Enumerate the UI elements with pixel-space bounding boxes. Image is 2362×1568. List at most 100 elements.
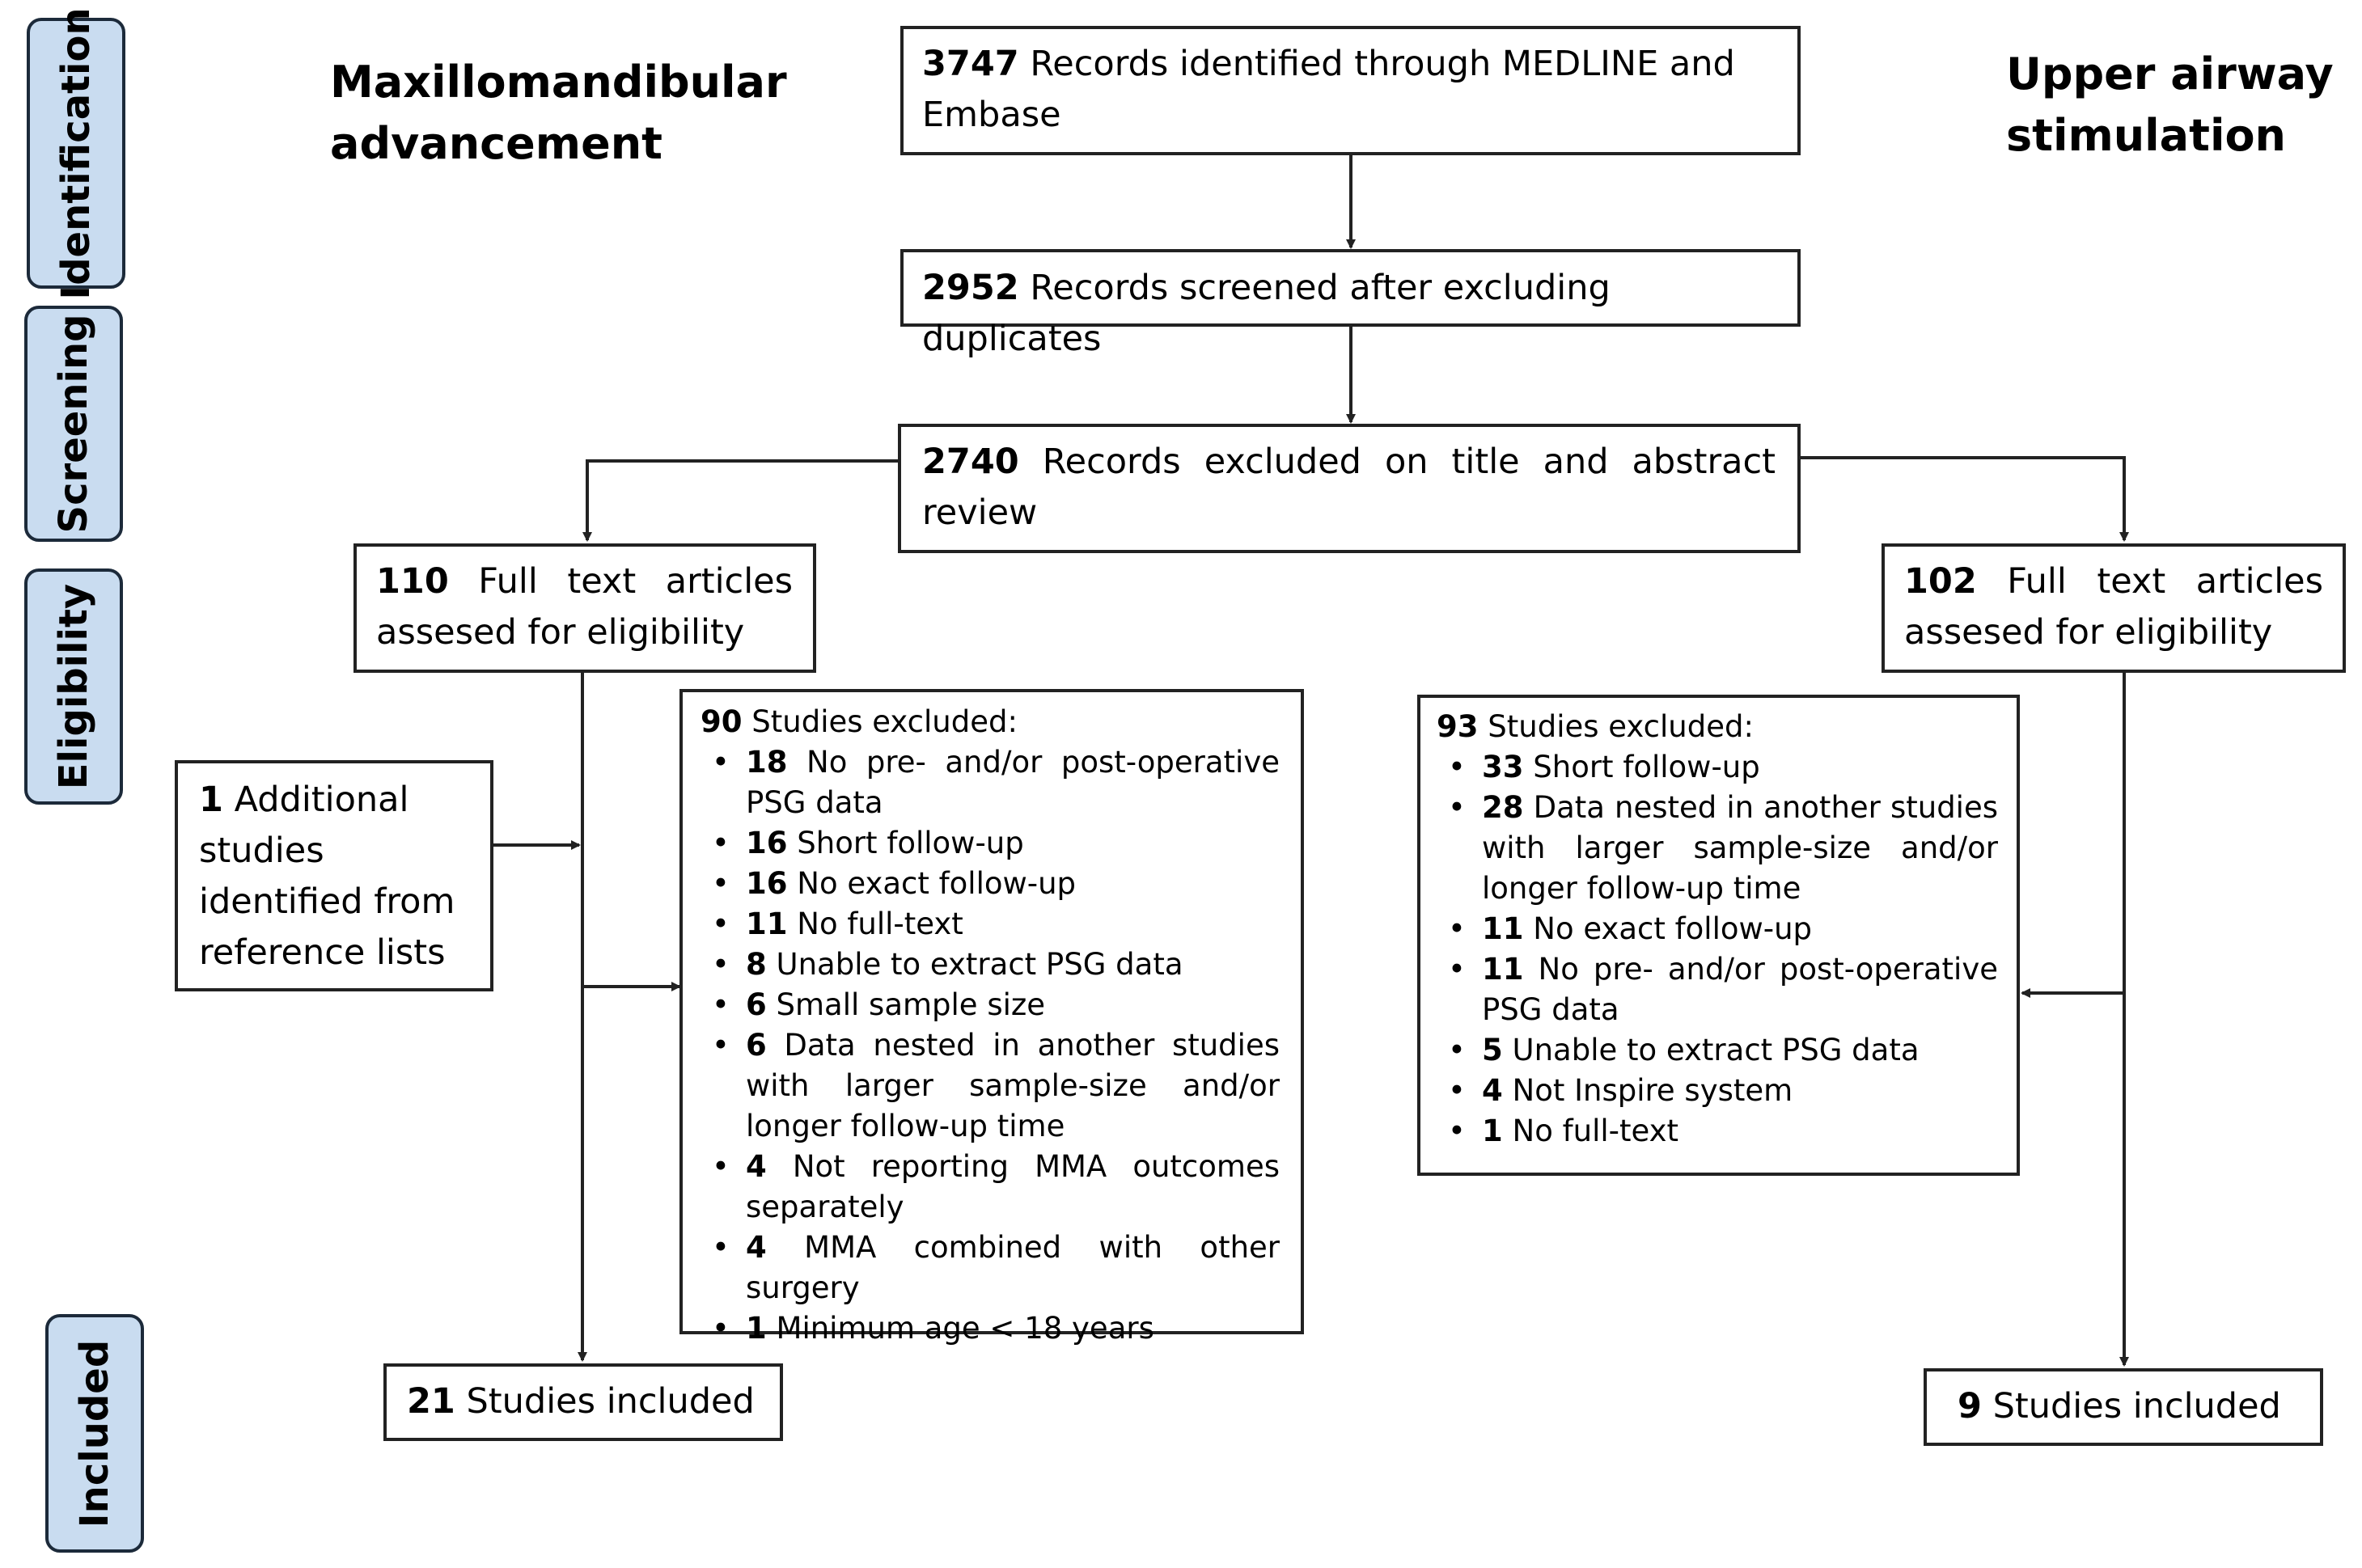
- additional-text: 1 Additional studies identified from ref…: [199, 775, 482, 978]
- stage-eligibility: Eligibility: [24, 568, 123, 805]
- mma-excluded-item-count: 4: [746, 1230, 767, 1265]
- stage-included: Included: [45, 1314, 144, 1553]
- identified-label: Records identified through MEDLINE and E…: [922, 44, 1735, 135]
- stage-screening: Screening: [24, 306, 123, 542]
- mma-fulltext-count: 110: [376, 561, 449, 602]
- mma-excluded-item: 1 Minimum age < 18 years: [701, 1308, 1280, 1349]
- mma-excluded-item-text: Data nested in another studies with larg…: [746, 1028, 1280, 1143]
- uas-excluded-item-text: No exact follow-up: [1533, 911, 1813, 946]
- mma-included-box: [383, 1363, 783, 1441]
- mma-included-count: 21: [407, 1381, 455, 1422]
- mma-excluded-item-text: Short follow-up: [797, 826, 1024, 860]
- mma-excluded-item-text: No exact follow-up: [797, 866, 1077, 901]
- mma-excluded-item-count: 18: [746, 745, 788, 780]
- additional-count: 1: [199, 780, 223, 820]
- uas-excluded-list: 93 Studies excluded: 33 Short follow-up2…: [1437, 707, 1998, 1152]
- mma-excluded-item-count: 1: [746, 1311, 767, 1346]
- mma-excluded-item: 6 Data nested in another studies with la…: [701, 1025, 1280, 1147]
- mma-excluded-item-count: 16: [746, 826, 788, 860]
- uas-excluded-item: 1 No full-text: [1437, 1111, 1998, 1152]
- uas-excluded-item-count: 5: [1482, 1033, 1503, 1067]
- identified-box: [900, 26, 1801, 155]
- screened-text: 2952 Records screened after excluding du…: [922, 263, 1780, 365]
- mma-excluded-item-text: Unable to extract PSG data: [776, 947, 1183, 982]
- title-excluded-box: [898, 424, 1801, 553]
- uas-excluded-item-count: 1: [1482, 1114, 1503, 1148]
- uas-excluded-item: 33 Short follow-up: [1437, 747, 1998, 788]
- mma-fulltext-text: 110 Full text articles assesed for eligi…: [376, 556, 793, 658]
- mma-excluded-item: 16 Short follow-up: [701, 823, 1280, 864]
- mma-included-label: Studies included: [466, 1381, 755, 1422]
- uas-excluded-item-count: 28: [1482, 790, 1524, 825]
- mma-excluded-item-text: Small sample size: [776, 987, 1046, 1022]
- mma-excluded-item: 4 Not reporting MMA outcomes separately: [701, 1147, 1280, 1228]
- heading-uas-line-2: stimulation: [2006, 110, 2286, 161]
- mma-excluded-item-text: No pre- and/or post-operative PSG data: [746, 745, 1280, 820]
- mma-excluded-item-text: MMA combined with other surgery: [746, 1230, 1280, 1305]
- uas-excluded-item: 4 Not Inspire system: [1437, 1071, 1998, 1111]
- identified-text: 3747 Records identified through MEDLINE …: [922, 39, 1780, 141]
- mma-excluded-item-count: 6: [746, 1028, 767, 1063]
- uas-excluded-item-count: 11: [1482, 911, 1524, 946]
- mma-excluded-item: 4 MMA combined with other surgery: [701, 1228, 1280, 1308]
- uas-excluded-item: 11 No pre- and/or post-operative PSG dat…: [1437, 949, 1998, 1030]
- uas-excluded-item-text: Short follow-up: [1533, 750, 1760, 784]
- uas-excluded-item-count: 33: [1482, 750, 1524, 784]
- uas-included-count: 9: [1958, 1386, 1982, 1426]
- mma-included-text: 21 Studies included: [407, 1376, 771, 1427]
- mma-excluded-item-count: 11: [746, 907, 788, 941]
- mma-excluded-item: 18 No pre- and/or post-operative PSG dat…: [701, 742, 1280, 823]
- mma-excluded-label: Studies excluded:: [751, 704, 1018, 739]
- uas-included-text: 9 Studies included: [1958, 1381, 2313, 1432]
- uas-excluded-item-count: 4: [1482, 1073, 1503, 1108]
- mma-excluded-item-count: 6: [746, 987, 767, 1022]
- uas-fulltext-box: [1882, 543, 2346, 673]
- screened-count: 2952: [922, 268, 1019, 308]
- additional-box: [175, 760, 493, 991]
- title-excluded-text: 2740 Records excluded on title and abstr…: [922, 437, 1776, 539]
- mma-excluded-item: 8 Unable to extract PSG data: [701, 945, 1280, 985]
- mma-fulltext-box: [353, 543, 816, 673]
- mma-excluded-item: 11 No full-text: [701, 904, 1280, 945]
- screened-box: [900, 249, 1801, 327]
- uas-excluded-item: 11 No exact follow-up: [1437, 909, 1998, 949]
- uas-fulltext-label: Full text articles assesed for eligibili…: [1904, 561, 2324, 653]
- uas-excluded-item-text: Data nested in another studies with larg…: [1482, 790, 1998, 906]
- mma-excluded-item: 6 Small sample size: [701, 985, 1280, 1025]
- mma-excluded-item: 16 No exact follow-up: [701, 864, 1280, 904]
- stage-identification: Identification: [27, 7, 125, 299]
- uas-excluded-items: 33 Short follow-up28 Data nested in anot…: [1437, 747, 1998, 1152]
- arrow-to-mma-fulltext: [582, 459, 900, 542]
- mma-excluded-count: 90: [701, 704, 743, 739]
- mma-excluded-items: 18 No pre- and/or post-operative PSG dat…: [701, 742, 1280, 1349]
- identified-count: 3747: [922, 44, 1019, 84]
- uas-fulltext-text: 102 Full text articles assesed for eligi…: [1904, 556, 2323, 658]
- mma-fulltext-label: Full text articles assesed for eligibili…: [376, 561, 794, 653]
- uas-excluded-item-text: No full-text: [1512, 1114, 1679, 1148]
- heading-uas-line-1: Upper airway: [2006, 49, 2334, 99]
- mma-excluded-list: 90 Studies excluded: 18 No pre- and/or p…: [701, 702, 1280, 1349]
- mma-excluded-item-text: No full-text: [797, 907, 963, 941]
- additional-label: Additional studies identified from refer…: [199, 780, 455, 973]
- uas-excluded-item-text: Not Inspire system: [1512, 1073, 1793, 1108]
- mma-excluded-item-count: 16: [746, 866, 788, 901]
- uas-excluded-item-count: 11: [1482, 952, 1524, 987]
- heading-mma: Maxillomandibular advancement: [330, 52, 787, 175]
- arrow-to-uas-fulltext: [1801, 456, 2129, 542]
- uas-included-box: [1924, 1368, 2323, 1446]
- uas-excluded-label: Studies excluded:: [1488, 709, 1754, 744]
- mma-excluded-item-count: 4: [746, 1149, 767, 1184]
- uas-fulltext-count: 102: [1904, 561, 1977, 602]
- heading-mma-line-2: advancement: [330, 118, 662, 169]
- mma-excluded-heading: 90 Studies excluded:: [701, 702, 1280, 742]
- uas-excluded-item-text: No pre- and/or post-operative PSG data: [1482, 952, 1998, 1027]
- uas-excluded-item-text: Unable to extract PSG data: [1512, 1033, 1920, 1067]
- title-excluded-label: Records excluded on title and abstract r…: [922, 442, 1776, 533]
- uas-excluded-item: 28 Data nested in another studies with l…: [1437, 788, 1998, 909]
- uas-excluded-heading: 93 Studies excluded:: [1437, 707, 1998, 747]
- mma-excluded-item-text: Not reporting MMA outcomes separately: [746, 1149, 1280, 1224]
- uas-excluded-count: 93: [1437, 709, 1479, 744]
- screened-label: Records screened after excluding duplica…: [922, 268, 1611, 359]
- uas-excluded-item: 5 Unable to extract PSG data: [1437, 1030, 1998, 1071]
